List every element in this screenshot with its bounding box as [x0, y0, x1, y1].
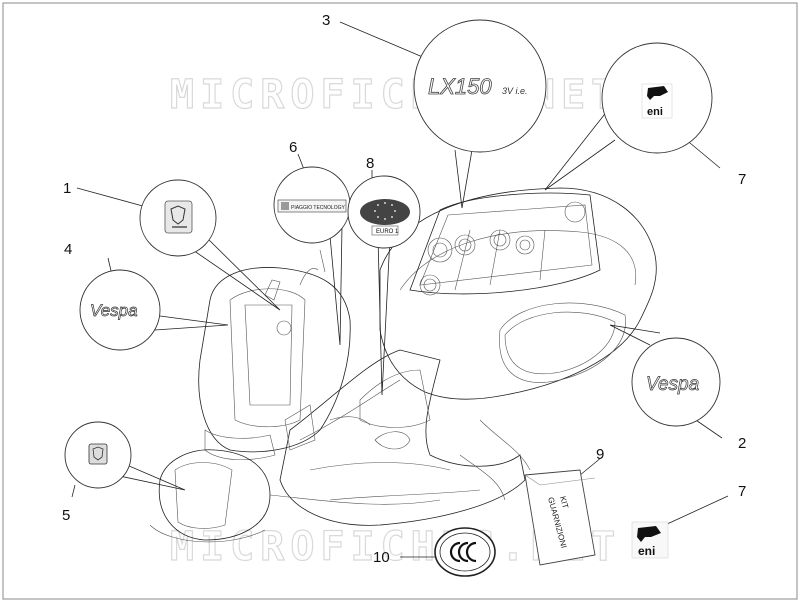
euro-plate [360, 199, 410, 225]
eni-decal-bottom: eni [631, 521, 669, 559]
bubble-stems [114, 109, 661, 491]
piaggio-shield-icon [170, 205, 186, 225]
detail-bubble-1 [139, 179, 217, 257]
vespa-script-2: Vespa [646, 374, 699, 395]
scooter-body [149, 187, 657, 543]
ccc-mark-icon [449, 541, 477, 563]
callout-9: 9 [596, 446, 604, 463]
eni-dog-icon-bottom [637, 526, 661, 542]
callout-4: 4 [64, 241, 72, 258]
tech-plate-text: PIAGGIO TECNOLOGY [291, 205, 345, 211]
detail-bubble-8: EURO 1 [347, 175, 421, 249]
callout-6: 6 [289, 139, 297, 156]
eni-text-bottom: eni [638, 544, 655, 558]
eni-text-top: eni [647, 106, 663, 118]
detail-bubble-7-top: eni [601, 42, 713, 154]
kit-text-line1: KIT [558, 495, 570, 509]
watermark-top: MICROFICHES.NET [170, 72, 621, 118]
callout-8: 8 [366, 155, 374, 172]
model-suffix-text: 3V i.e. [502, 86, 528, 96]
euro-label-text: EURO 1 [376, 229, 399, 235]
eni-dog-icon-top [647, 86, 668, 100]
callout-10: 10 [373, 549, 390, 566]
ccc-label [434, 527, 496, 577]
callout-7-bottom: 7 [738, 483, 746, 500]
detail-bubble-6: PIAGGIO TECNOLOGY [273, 166, 351, 244]
callout-2: 2 [738, 435, 746, 452]
callout-5: 5 [62, 507, 70, 524]
detail-bubble-2: Vespa [631, 337, 721, 427]
gasket-kit-bag: KIT GUARNIZIONI [524, 469, 596, 566]
callout-1: 1 [63, 180, 71, 197]
detail-bubble-4: Vespa [79, 269, 161, 351]
callout-3: 3 [322, 12, 330, 29]
model-badge-text: LX150 [428, 74, 492, 99]
callout-7-top: 7 [738, 171, 746, 188]
leader-lines [71, 21, 729, 558]
vespa-script-4: Vespa [90, 301, 138, 320]
callout-numbers: 3 7 1 6 8 4 2 9 7 5 10 [62, 12, 746, 566]
detail-bubble-5 [64, 421, 132, 489]
detail-bubble-3: LX150 3V i.e. [413, 19, 547, 153]
small-shield-icon [92, 446, 104, 461]
